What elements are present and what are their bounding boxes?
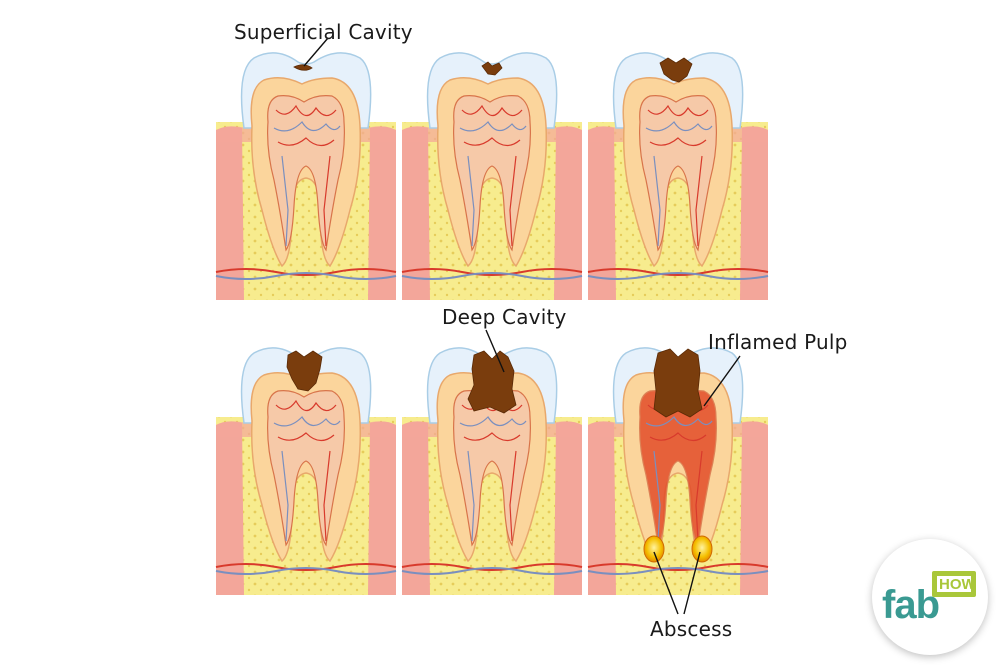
cavity [653, 348, 703, 418]
gum-right [554, 421, 582, 595]
abscess-leader-left [653, 551, 679, 615]
pulp-vessel [277, 137, 335, 147]
inflamed-leader [703, 355, 741, 407]
bone-vessel-blue [587, 567, 769, 575]
pulp-vessel [653, 155, 661, 247]
tooth-panel-1 [215, 52, 397, 301]
pulp-vessel [463, 137, 521, 147]
bone-vessel-red [215, 563, 397, 571]
pulp-vessel [509, 450, 517, 542]
pulp [267, 95, 345, 252]
tooth-panel-5 [401, 347, 583, 595]
pulp-vessel [467, 450, 475, 542]
pulp-vessel [647, 104, 709, 117]
pulp-vessel [695, 155, 703, 247]
abscess-left [643, 535, 665, 563]
gum-right [554, 126, 582, 301]
pulp-vessel [461, 104, 523, 117]
gum-left [402, 421, 430, 595]
superficial-leader [303, 37, 329, 67]
pulp-vessel [273, 121, 341, 132]
pulp-vessel [649, 137, 707, 147]
gum-left [588, 126, 616, 301]
pulp-vessel [275, 104, 337, 117]
pulp-vessel [281, 155, 289, 247]
tooth-panel-4 [215, 347, 397, 595]
gum-right [368, 126, 396, 301]
logo-how-text: HOW [939, 576, 976, 593]
bone-vessel-red [587, 563, 769, 571]
cavity [293, 64, 313, 71]
cavity [481, 61, 503, 76]
pulp-vessel [467, 155, 475, 247]
pulp-vessel [277, 432, 335, 442]
deep-leader [485, 329, 505, 373]
bone-vessel-blue [401, 272, 583, 280]
label-deep-cavity: Deep Cavity [442, 305, 567, 329]
bone-vessel-blue [215, 272, 397, 280]
label-abscess: Abscess [650, 617, 733, 641]
pulp [639, 95, 717, 252]
tooth-panel-2 [401, 52, 583, 301]
pulp-vessel [695, 450, 703, 542]
bone-vessel-blue [215, 567, 397, 575]
label-leader-lines [303, 37, 741, 615]
bone-vessel-red [401, 563, 583, 571]
bone-vessel-red [215, 268, 397, 276]
pulp-vessel [645, 121, 713, 132]
pulp-vessel [275, 399, 337, 412]
pulp-vessel [459, 121, 527, 132]
gum-right [740, 126, 768, 301]
bone-vessel-red [587, 268, 769, 276]
label-superficial-cavity: Superficial Cavity [234, 20, 413, 44]
label-inflamed-pulp: Inflamed Pulp [708, 330, 848, 354]
gum-right [368, 421, 396, 595]
pulp-vessel [459, 416, 527, 427]
pulp-vessel [653, 450, 661, 542]
pulp-vessel [273, 416, 341, 427]
bone-vessel-red [401, 268, 583, 276]
pulp-vessel [281, 450, 289, 542]
gum-left [216, 126, 244, 301]
pulp-vessel [323, 450, 331, 542]
tooth-panel-3 [587, 52, 769, 301]
pulp-vessel [509, 155, 517, 247]
bone-vessel-blue [401, 567, 583, 575]
gum-left [216, 421, 244, 595]
cavity [467, 350, 517, 414]
pulp-vessel [461, 399, 523, 412]
tooth-panel-6 [587, 347, 769, 595]
pulp-vessel [645, 416, 713, 427]
abscess-leader-right [683, 551, 701, 615]
gum-left [402, 126, 430, 301]
abscess-right [691, 535, 713, 563]
pulp [267, 390, 345, 547]
logo-how-badge: HOW [932, 571, 976, 597]
bone-vessel-blue [587, 272, 769, 280]
gum-right [740, 421, 768, 595]
gum-left [588, 421, 616, 595]
pulp-vessel [323, 155, 331, 247]
cavity [659, 57, 693, 83]
fabhow-logo: fab HOW [872, 539, 988, 655]
pulp-vessel [649, 432, 707, 442]
logo-fab-text: fab [882, 583, 940, 627]
pulp-vessel [463, 432, 521, 442]
pulp [453, 95, 531, 252]
cavity [286, 350, 323, 392]
